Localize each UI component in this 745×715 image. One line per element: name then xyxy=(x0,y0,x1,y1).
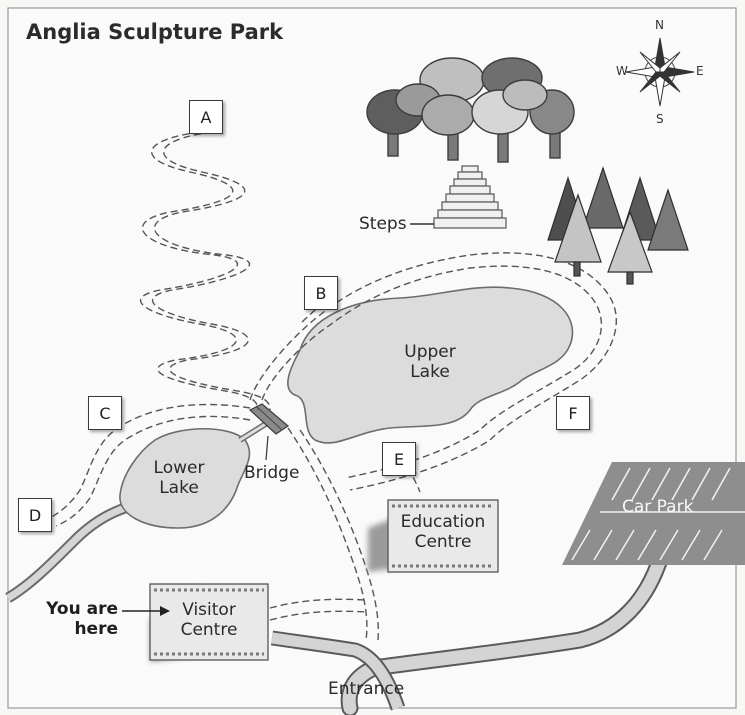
compass-north-label: N xyxy=(655,18,664,32)
marker-d: D xyxy=(18,498,52,532)
marker-a: A xyxy=(189,100,223,134)
marker-c: C xyxy=(88,396,122,430)
marker-f: F xyxy=(556,396,590,430)
you-are-here-label: You are here xyxy=(46,599,118,640)
stream xyxy=(6,501,136,602)
visitor-centre-label: Visitor Centre xyxy=(180,600,238,641)
visitor-driveway xyxy=(271,632,404,710)
education-centre-building xyxy=(387,499,499,573)
visitor-centre-building xyxy=(149,583,269,661)
upper-lake-label: Upper Lake xyxy=(404,342,456,383)
education-centre-label: Education Centre xyxy=(400,512,486,553)
compass-east-label: E xyxy=(696,64,704,78)
road xyxy=(342,538,673,715)
map-title: Anglia Sculpture Park xyxy=(26,20,284,44)
upper-lake xyxy=(287,286,574,444)
compass-south-label: S xyxy=(656,112,664,126)
entrance-label: Entrance xyxy=(328,679,405,699)
bridge-structure xyxy=(248,403,289,461)
conifer-trees xyxy=(547,166,689,285)
lower-lake-label: Lower Lake xyxy=(153,458,205,499)
compass-west-label: W xyxy=(616,64,628,78)
marker-b: B xyxy=(304,276,338,310)
car-park-label: Car Park xyxy=(622,497,694,517)
lower-lake xyxy=(119,428,251,529)
compass-rose xyxy=(625,37,695,107)
you-are-here-arrow xyxy=(122,606,170,616)
deciduous-trees xyxy=(366,57,575,163)
marker-e: E xyxy=(382,442,416,476)
steps-structure xyxy=(433,165,507,229)
steps-label: Steps xyxy=(359,214,407,234)
bridge-label: Bridge xyxy=(244,463,300,483)
car-park-bays xyxy=(571,467,745,561)
